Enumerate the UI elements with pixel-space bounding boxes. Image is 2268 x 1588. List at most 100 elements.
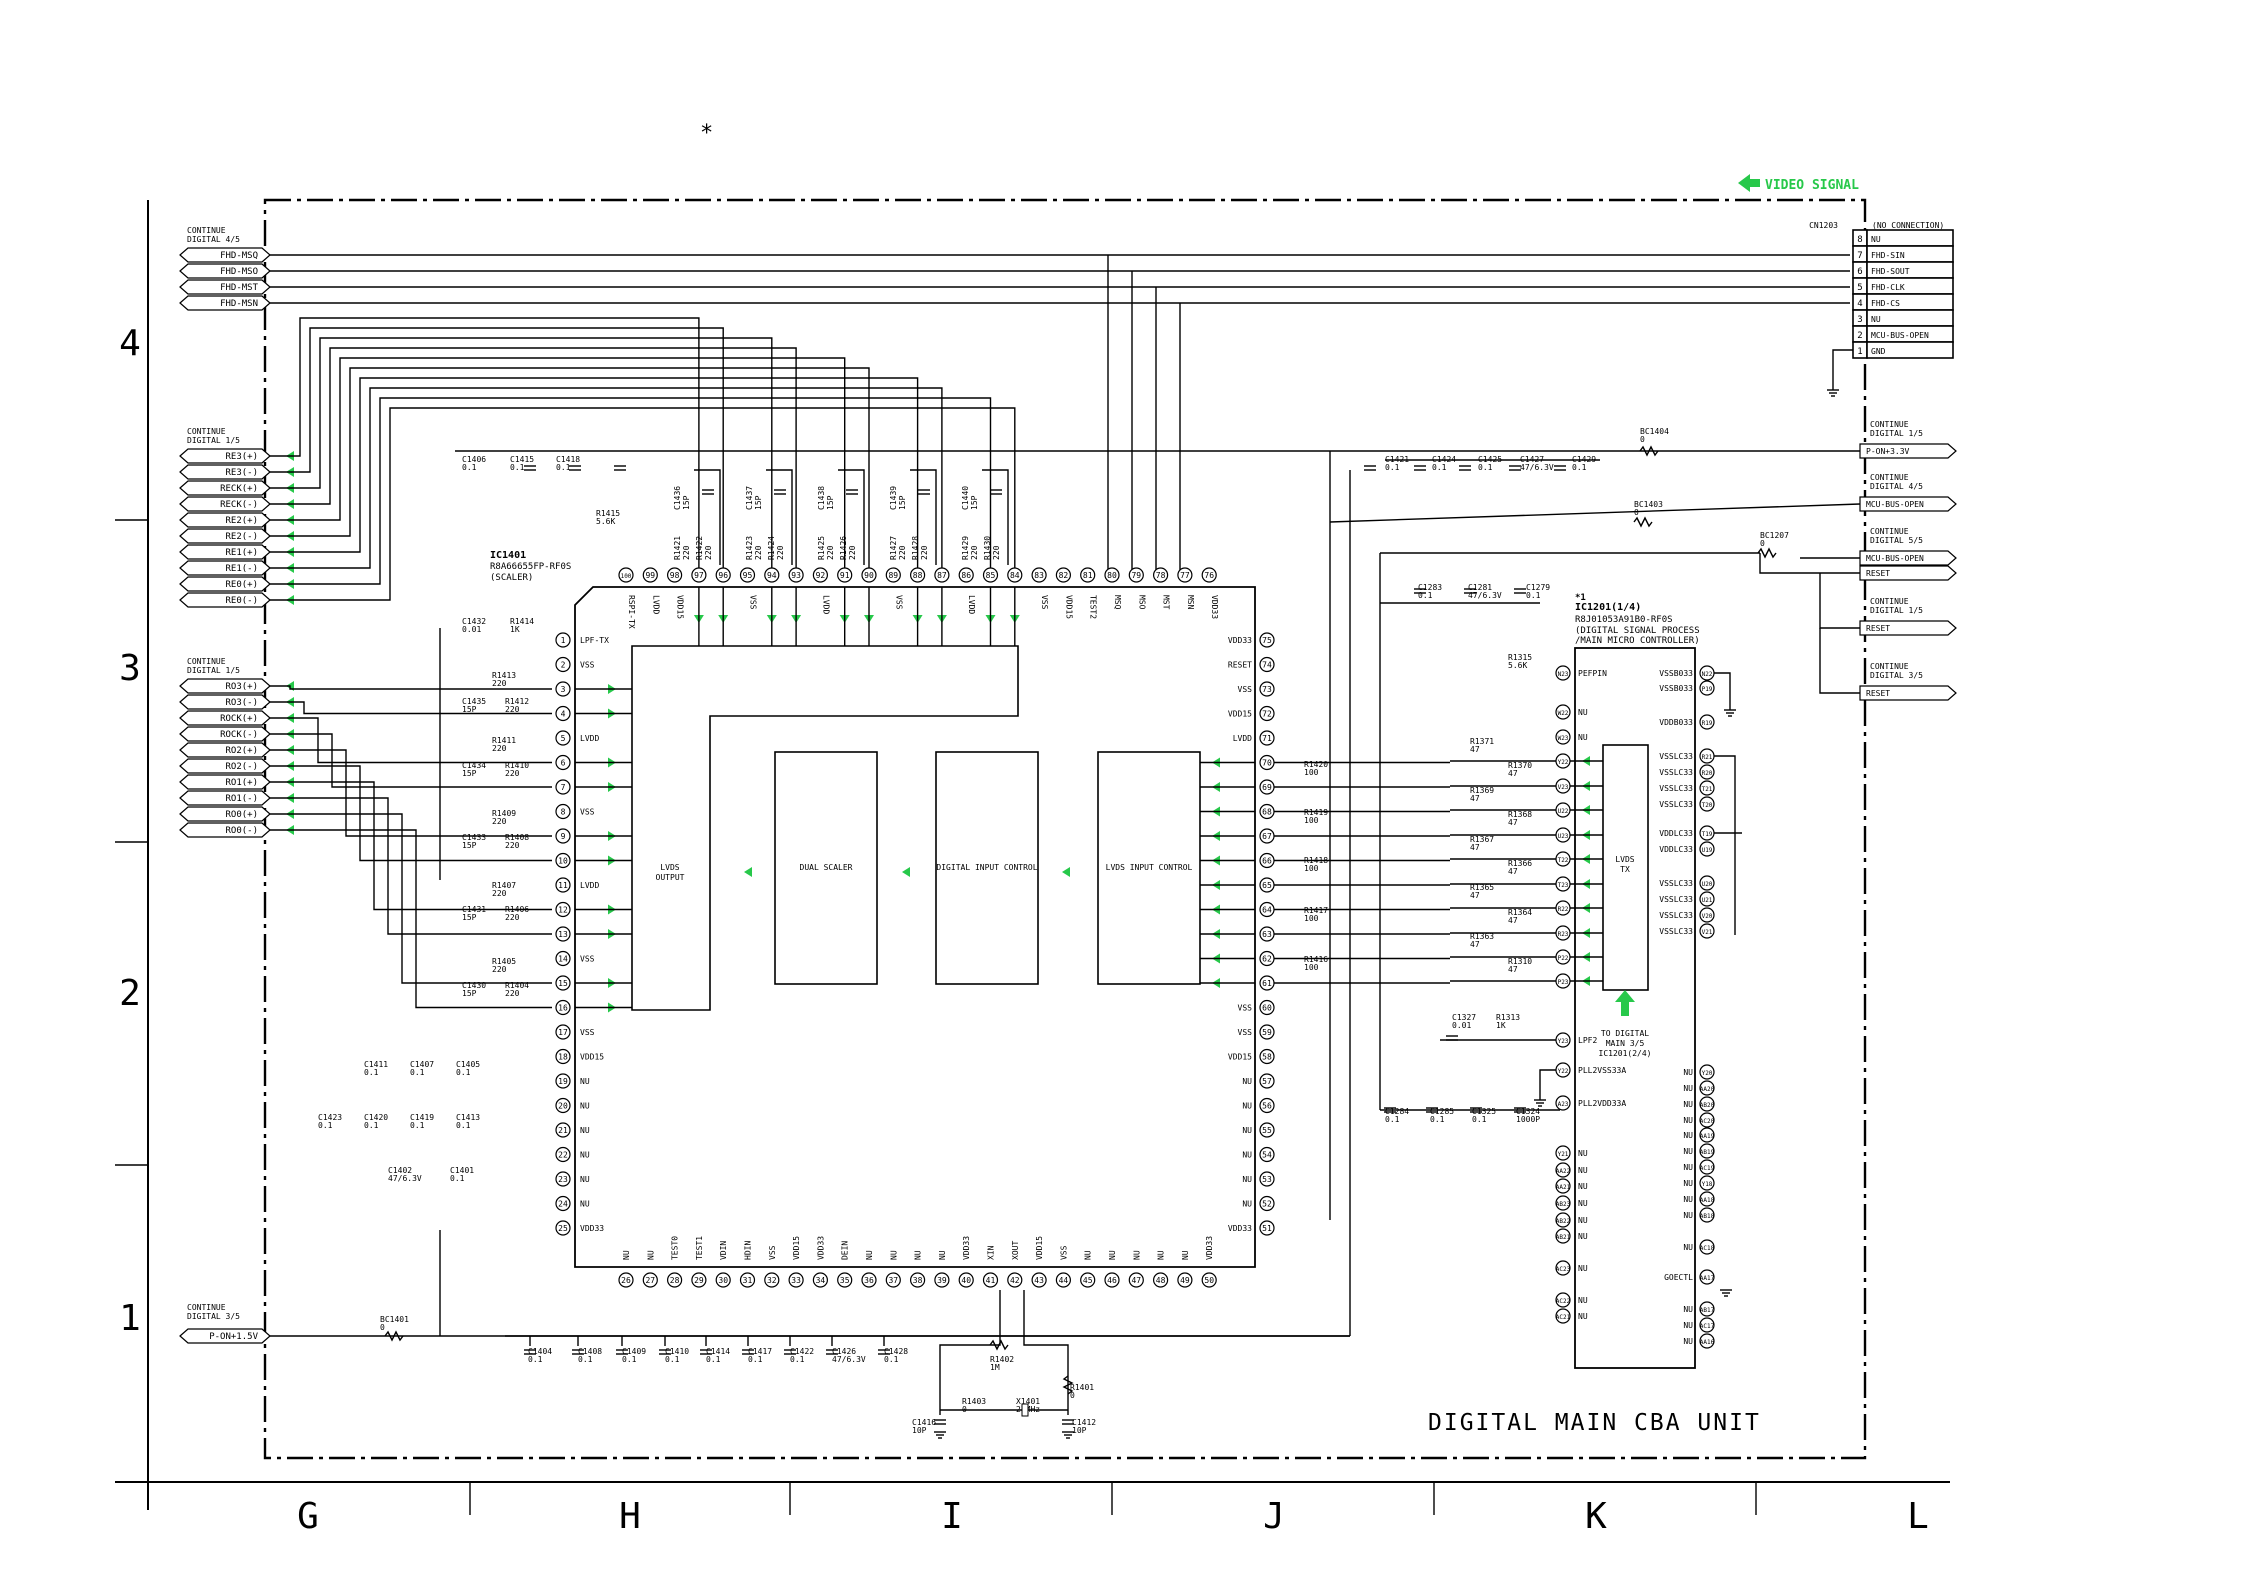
- connector-label: FHD-MST: [220, 283, 259, 293]
- bc1401-symbol: [384, 1330, 404, 1342]
- ic1401-bottom-pin-num: 47: [1131, 1276, 1141, 1285]
- ic1201-left-pin-num: T23: [1558, 882, 1569, 889]
- cn1203-pin-num: 8: [1857, 235, 1862, 245]
- component-value: 1K: [510, 625, 520, 634]
- ic1401-top-pin-num-ring: [764, 567, 780, 583]
- rc-wire: [694, 469, 721, 565]
- ic1201-right-pin-num-ring: [1699, 1112, 1715, 1128]
- ic1401-right-pin-num: 60: [1262, 1004, 1272, 1013]
- ic1401-top-pin-num-ring: [739, 567, 756, 583]
- ic1401-bottom-pin-name: TEST1: [695, 1236, 704, 1260]
- component-value: 0.1: [748, 1355, 763, 1364]
- ic1401-bottom-pin-num-ring: [1055, 1272, 1072, 1288]
- ic1401-left-pin-name: VSS: [580, 1028, 595, 1037]
- ic1401-left-pin-num: 5: [561, 734, 566, 743]
- bus-wire: [270, 813, 552, 984]
- component-value: 0.1: [510, 463, 525, 472]
- bus-wire: [270, 397, 992, 585]
- rc-wire: [982, 469, 1009, 565]
- ic1401-top-pin-num-ring: [1031, 567, 1047, 583]
- ic1401-left-pin-name: VDD15: [580, 1053, 604, 1062]
- ic1401-left-pin-num-ring: [555, 828, 571, 844]
- component-value: 0.1: [1432, 463, 1447, 472]
- ic1401-top-pin-num: 84: [1010, 571, 1020, 580]
- component-ref: C1406: [462, 455, 486, 464]
- component-ref: C1428: [884, 1347, 908, 1356]
- bus-wire: [270, 781, 552, 911]
- connector-label: RE1(+): [225, 548, 258, 558]
- ic1201-left-pin-num: AC23: [1556, 1266, 1571, 1273]
- column-label: L: [1907, 1496, 1929, 1537]
- component-value: 0.1: [410, 1068, 425, 1077]
- component-ref: BC1401: [380, 1315, 409, 1324]
- res-ref: R1422: [695, 536, 704, 560]
- ic1401-bottom-pin-name: NU: [938, 1250, 947, 1260]
- ic1401-left-pin-name: NU: [580, 1151, 590, 1160]
- component-ref: C1433: [462, 833, 486, 842]
- ic1201-right-pin-name: NU: [1683, 1147, 1693, 1156]
- component-value: 0.1: [884, 1355, 899, 1364]
- ic1401-bottom-pin-num: 28: [670, 1276, 680, 1285]
- ic1201-left-pin-name: NU: [1578, 1166, 1588, 1175]
- ic1201-right-pin-num-ring: [1699, 923, 1715, 939]
- res-ref: R1426: [839, 536, 848, 560]
- ic1401-right-pin-num: 52: [1262, 1200, 1272, 1209]
- component-value: 47: [1508, 818, 1518, 827]
- ic1401-right-pin-name: VDD33: [1228, 636, 1252, 645]
- bus-wire: [270, 367, 870, 575]
- rc-wire: [766, 469, 793, 565]
- power-wire: [1329, 503, 1861, 523]
- component-value: 47: [1508, 769, 1518, 778]
- component-ref: R1365: [1470, 883, 1494, 892]
- ic1401-right-pin-num: 69: [1262, 783, 1272, 792]
- ic1401-bottom-pin-num: 49: [1180, 1276, 1190, 1285]
- lvds-tx-label: TX: [1620, 865, 1630, 874]
- ic1201-right-pin-num: U19: [1702, 847, 1713, 854]
- continuation-note: DIGITAL 3/5: [187, 1312, 240, 1321]
- component-ref: X1401: [1016, 1397, 1040, 1406]
- ic1201-right-pin-name: NU: [1683, 1131, 1693, 1140]
- ic1401-bottom-pin-num: 29: [694, 1276, 704, 1285]
- ic1201-right-pin-name: VSSLC33: [1659, 879, 1693, 888]
- ic1201-right-pin-num-ring: [1699, 1239, 1715, 1255]
- connector-label: RE0(-): [225, 596, 258, 606]
- component-value: 0.1: [318, 1121, 333, 1130]
- ic1201-right-pin-name: NU: [1683, 1211, 1693, 1220]
- component-ref: R1402: [990, 1355, 1014, 1364]
- ic1201-right-pin-num-ring: [1699, 714, 1715, 730]
- ic1401-bottom-pin-name: NU: [1157, 1250, 1166, 1260]
- right-connector-tag: [1859, 496, 1957, 512]
- component-value: 220: [492, 679, 507, 688]
- res-ref: R1424: [767, 536, 776, 560]
- cn1203-pin-name: MCU-BUS-OPEN: [1871, 331, 1929, 340]
- ic1401-right-pin-num: 68: [1262, 808, 1272, 817]
- ic1401-left-pin-num: 6: [561, 759, 566, 768]
- component-ref: C1432: [462, 617, 486, 626]
- ic1401-right-pin-num: 65: [1262, 881, 1272, 890]
- ic1401-top-pin-num-ring: [1177, 567, 1193, 583]
- ic1201-left-pin-num: AB21: [1556, 1234, 1571, 1241]
- connector-label: RO1(-): [225, 794, 258, 804]
- cn1203-pin-num: 7: [1857, 251, 1862, 261]
- component-value: 0.1: [364, 1068, 379, 1077]
- block-label-line: OUTPUT: [656, 873, 685, 882]
- ic1401-left-pin-name: VSS: [580, 661, 595, 670]
- component-ref: C1408: [578, 1347, 602, 1356]
- ic1201-left-pin-num: Y22: [1558, 1068, 1569, 1075]
- ic1401-right-pin-num: 71: [1262, 734, 1272, 743]
- ic1401-bottom-pin-num-ring: [909, 1272, 926, 1288]
- component-ref: R1406: [505, 905, 529, 914]
- ic1401-top-pin-num: 95: [743, 571, 753, 580]
- ic1201-left-pin-num: W22: [1558, 710, 1569, 717]
- res-ref: R1425: [817, 536, 826, 560]
- ic1401-top-pin-num: 79: [1131, 571, 1141, 580]
- connector-label: RO3(+): [225, 682, 258, 692]
- bus-wire: [270, 337, 773, 575]
- ic1401-left-pin-name: LVDD: [580, 881, 599, 890]
- ic1201-left-pin-num: U23: [1558, 833, 1569, 840]
- ic1401-right-pin-name: VDD15: [1228, 710, 1252, 719]
- cap-value: 15P: [682, 495, 691, 510]
- ic1401-right-pin-name: NU: [1242, 1151, 1252, 1160]
- ic1401-bottom-pin-name: VDD33: [1205, 1236, 1214, 1260]
- ic1401-left-pin-num: 14: [558, 955, 568, 964]
